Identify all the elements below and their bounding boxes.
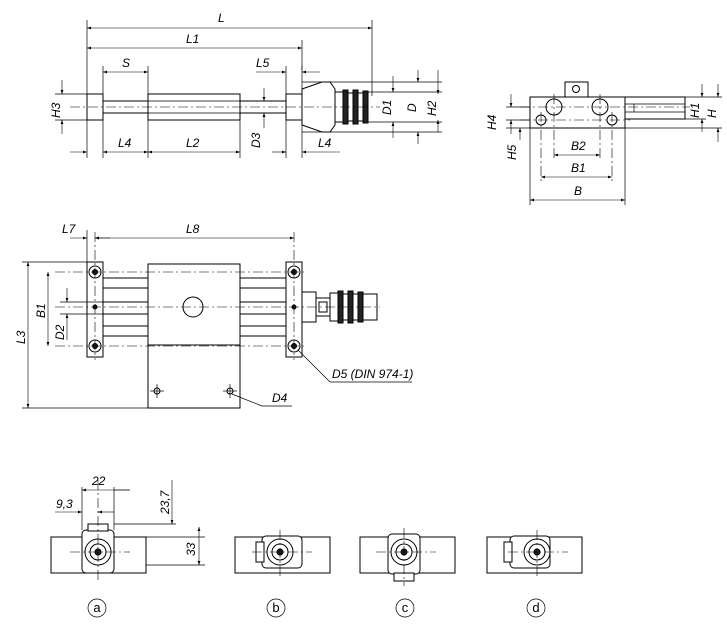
dim-H4-label: H4 bbox=[485, 114, 499, 130]
dim-B1-side-label: B1 bbox=[571, 161, 586, 175]
dim-93-label: 9,3 bbox=[56, 497, 73, 511]
dim-D1-label: D1 bbox=[380, 100, 394, 115]
variant-b-label: b bbox=[272, 600, 279, 615]
dim-L4a-label: L4 bbox=[118, 136, 132, 150]
dim-33-label: 33 bbox=[184, 542, 198, 556]
variant-a: 22 9,3 23,7 33 a bbox=[50, 474, 205, 618]
top-view: L7 L8 L3 B1 D2 D5 (DIN 974-1) D4 bbox=[14, 222, 413, 409]
dim-237-label: 23,7 bbox=[158, 489, 172, 515]
dim-D2-label: D2 bbox=[53, 324, 67, 340]
dim-L3-label: L3 bbox=[14, 330, 28, 344]
dim-L8-label: L8 bbox=[186, 222, 200, 236]
dim-S-label: S bbox=[122, 56, 130, 70]
dim-H1-label: H1 bbox=[688, 103, 702, 118]
dim-L2-label: L2 bbox=[186, 136, 200, 150]
dim-L4b-label: L4 bbox=[318, 136, 332, 150]
dim-B1-top-label: B1 bbox=[34, 303, 48, 318]
dim-L-label: L bbox=[218, 11, 225, 25]
dim-B2-label: B2 bbox=[571, 139, 586, 153]
front-view: L L1 S L5 H3 bbox=[49, 11, 442, 158]
dim-H5-label: H5 bbox=[505, 144, 519, 160]
variant-d-label: d bbox=[532, 600, 539, 615]
dim-L1-label: L1 bbox=[186, 32, 199, 46]
side-view: H4 H5 H1 H B2 B1 B bbox=[485, 81, 722, 205]
dim-H-label: H bbox=[705, 109, 719, 118]
variant-a-label: a bbox=[93, 600, 101, 615]
variant-b: b bbox=[234, 530, 331, 618]
variant-c-label: c bbox=[402, 600, 409, 615]
dim-22-label: 22 bbox=[91, 474, 106, 488]
dim-L5-label: L5 bbox=[256, 56, 270, 70]
dim-H2-label: H2 bbox=[425, 100, 439, 116]
dim-D4-label: D4 bbox=[272, 391, 288, 405]
variant-d: d bbox=[486, 530, 583, 618]
dim-D3-label: D3 bbox=[249, 132, 263, 148]
dim-B-label: B bbox=[574, 184, 582, 198]
dim-L7-label: L7 bbox=[62, 222, 77, 236]
dim-D5-label: D5 (DIN 974-1) bbox=[332, 367, 413, 381]
dim-D-label: D bbox=[405, 103, 419, 112]
dim-H3-label: H3 bbox=[49, 102, 63, 118]
variant-c: c bbox=[359, 528, 456, 618]
